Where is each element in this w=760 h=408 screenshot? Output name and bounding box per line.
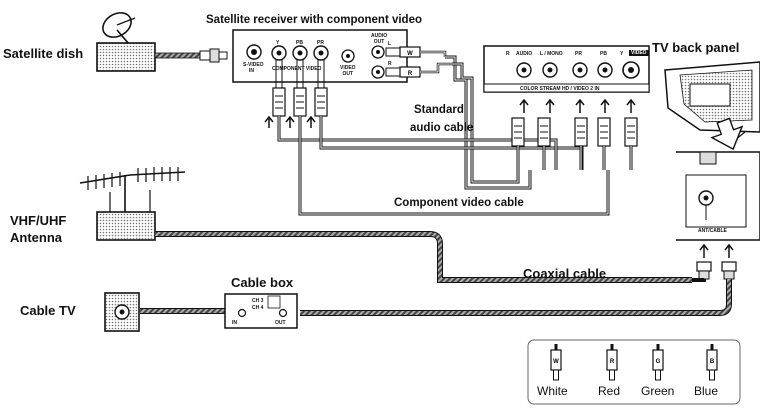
cable-box-ch4: CH 4 <box>252 305 264 311</box>
satellite-dish-label: Satellite dish <box>3 46 84 61</box>
tv-back-panel <box>664 61 760 151</box>
coaxial-cable-antenna <box>155 231 706 283</box>
tv-jack-l-mono: L / MONO <box>540 51 563 57</box>
tv-jack-pr: PR <box>575 51 582 57</box>
receiver-audio-l: L <box>388 41 392 47</box>
tv-input-panel <box>483 45 650 93</box>
svg-text:R: R <box>408 71 413 77</box>
tv-jack-y: Y <box>620 51 624 57</box>
satellite-receiver-panel <box>232 29 408 83</box>
receiver-jack-y: Y <box>276 40 280 46</box>
legend-label-red: Red <box>598 384 621 398</box>
legend-plug-letter: R <box>610 359 615 365</box>
vhf-uhf-antenna-label: VHF/UHF Antenna <box>10 213 67 245</box>
standard-audio-cable-label: Standard audio cable <box>410 104 474 134</box>
ant-cable-label: ANT/CABLE <box>698 228 727 234</box>
coaxial-cable-label: Coaxial cable <box>523 266 607 281</box>
tv-jack-r: R <box>506 51 510 57</box>
legend-plug-blue: B <box>706 344 718 381</box>
legend-label-blue: Blue <box>694 384 719 398</box>
tv-jack-video: VIDEO <box>629 50 649 56</box>
component-video-cable-label: Component video cable <box>394 197 524 209</box>
cable-box-out: OUT <box>275 320 286 326</box>
cable-box-label: Cable box <box>231 275 294 290</box>
legend-plug-green: G <box>652 344 664 381</box>
legend-label-white: White <box>537 384 568 398</box>
component-jacks <box>271 45 329 61</box>
satellite-dish <box>96 12 156 72</box>
ant-cable-panel <box>676 151 760 241</box>
legend-plug-letter: B <box>710 359 715 365</box>
dish-coax-cable <box>154 48 228 63</box>
tv-jack-audio: AUDIO <box>516 51 533 57</box>
legend-plug-letter: G <box>656 359 661 365</box>
coaxial-cable-cablebox <box>140 279 732 316</box>
cable-box-ch3: CH 3 <box>252 298 264 304</box>
legend-label-green: Green <box>641 384 675 398</box>
cable-tv-outlet <box>104 292 140 332</box>
audio-out-jacks <box>371 45 385 79</box>
tv-jack-pb: PB <box>600 51 607 57</box>
legend-plug-red: R <box>606 344 618 381</box>
standard-audio-cable <box>445 55 532 190</box>
cable-box-in: IN <box>232 320 237 326</box>
receiver-jack-pb: PB <box>296 40 303 46</box>
receiver-component-label: COMPONENT VIDEO <box>272 66 322 72</box>
vhf-uhf-antenna <box>79 167 186 241</box>
tv-back-panel-label: TV back panel <box>652 40 740 55</box>
tv-input-plugs <box>511 98 638 170</box>
legend-plug-letter: W <box>553 359 559 365</box>
tv-coax-plugs <box>696 243 737 280</box>
receiver-audio-plugs: W R <box>385 46 452 78</box>
tv-input-caption: COLOR STREAM HD / VIDEO 2 IN <box>520 86 600 92</box>
receiver-audio-r: R <box>388 61 392 67</box>
cable-box <box>224 293 298 329</box>
cable-tv-label: Cable TV <box>20 303 76 318</box>
legend-plug-white: W <box>550 344 562 381</box>
svg-text:W: W <box>407 51 413 57</box>
receiver-jack-pr: PR <box>317 40 324 46</box>
satellite-receiver-label: Satellite receiver with component video <box>206 14 423 26</box>
